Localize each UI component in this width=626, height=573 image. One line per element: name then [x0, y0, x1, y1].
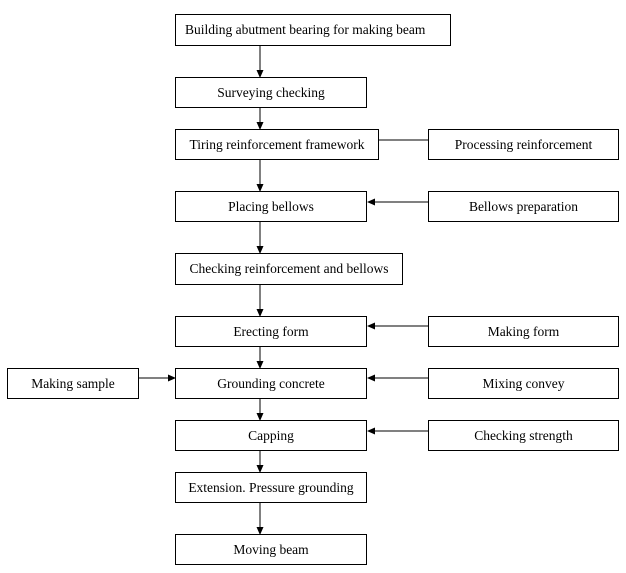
- step-capping: Capping: [175, 420, 367, 451]
- input-making-sample: Making sample: [7, 368, 139, 399]
- step-surveying-checking: Surveying checking: [175, 77, 367, 108]
- input-making-form: Making form: [428, 316, 619, 347]
- step-erecting-form: Erecting form: [175, 316, 367, 347]
- step-grounding-concrete: Grounding concrete: [175, 368, 367, 399]
- input-bellows-preparation: Bellows preparation: [428, 191, 619, 222]
- input-processing-reinforcement: Processing reinforcement: [428, 129, 619, 160]
- step-moving-beam: Moving beam: [175, 534, 367, 565]
- step-checking-reinforcement-bellows: Checking reinforcement and bellows: [175, 253, 403, 285]
- input-mixing-convey: Mixing convey: [428, 368, 619, 399]
- step-placing-bellows: Placing bellows: [175, 191, 367, 222]
- step-extension-pressure-grounding: Extension. Pressure grounding: [175, 472, 367, 503]
- step-tiring-reinforcement-framework: Tiring reinforcement framework: [175, 129, 379, 160]
- step-building-abutment-bearing: Building abutment bearing for making bea…: [175, 14, 451, 46]
- input-checking-strength: Checking strength: [428, 420, 619, 451]
